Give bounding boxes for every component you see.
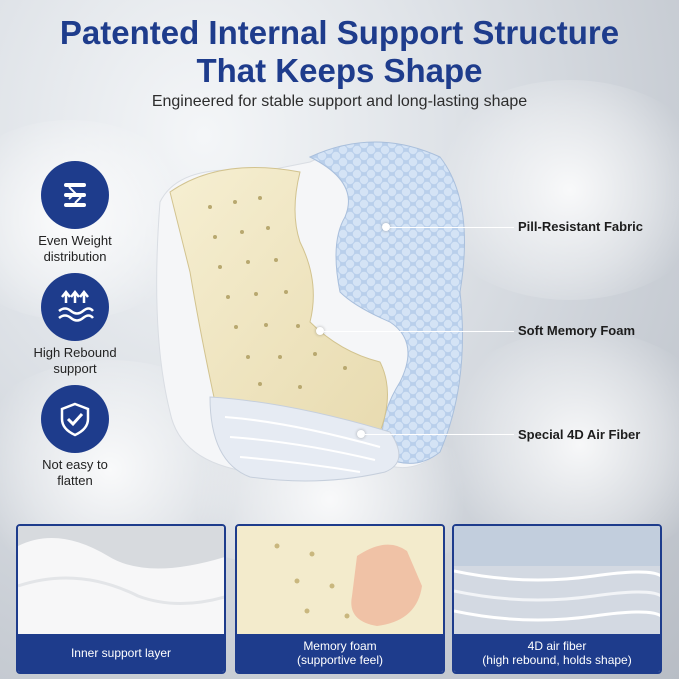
feature-label-line-2: support: [53, 361, 97, 376]
panel-caption: Inner support layer: [18, 634, 224, 672]
fiber-leader-line: [365, 434, 514, 435]
memory-foam-photo: [237, 526, 443, 636]
pillow-cross-section-illustration: [156, 141, 465, 482]
air-fiber-photo: [454, 526, 660, 636]
fabric-marker: [382, 223, 390, 231]
feature-label: High Rebound support: [16, 345, 134, 377]
high-rebound-icon: [41, 273, 109, 341]
feature-label-line-1: Not easy to: [42, 457, 108, 472]
inner-layer-photo: [18, 526, 224, 636]
panel-caption-line-2: (high rebound, holds shape): [482, 653, 632, 667]
foam-leader-line: [324, 331, 514, 332]
even-weight-icon: [41, 161, 109, 229]
panel-memory-foam: Memory foam (supportive feel): [235, 524, 445, 674]
hand-shape: [351, 544, 422, 626]
feature-even-weight: Even Weight distribution: [16, 161, 134, 265]
shield-check-icon: [41, 385, 109, 453]
page-subtitle: Engineered for stable support and long-l…: [151, 93, 528, 110]
callout-4d-air-fiber: Special 4D Air Fiber: [518, 427, 641, 442]
feature-high-rebound: High Rebound support: [16, 273, 134, 377]
panel-caption-line-2: (supportive feel): [296, 653, 384, 667]
fiber-marker: [357, 430, 365, 438]
panel-caption: Memory foam (supportive feel): [237, 634, 443, 672]
feature-label: Even Weight distribution: [16, 233, 134, 265]
panel-caption-line-1: Inner support layer: [70, 646, 172, 660]
feature-label-line-2: flatten: [57, 473, 93, 488]
callout-pill-resistant-fabric: Pill-Resistant Fabric: [518, 219, 643, 234]
feature-label-line-1: High Rebound: [33, 345, 117, 360]
panel-caption-line-1: 4D air fiber: [527, 639, 587, 653]
title-line-1: Patented Internal Support Structure: [59, 14, 620, 51]
panel-caption: 4D air fiber (high rebound, holds shape): [454, 634, 660, 672]
feature-label-line-1: Even Weight: [38, 233, 112, 248]
panel-inner-support-layer: Inner support layer: [16, 524, 226, 674]
panel-caption-line-1: Memory foam: [303, 639, 377, 653]
callout-soft-memory-foam: Soft Memory Foam: [518, 323, 636, 338]
foam-marker: [316, 327, 324, 335]
feature-not-easy-to-flatten: Not easy to flatten: [16, 385, 134, 489]
fabric-leader-line: [390, 227, 514, 228]
panel-4d-air-fiber: 4D air fiber (high rebound, holds shape): [452, 524, 662, 674]
page-title: Patented Internal Support Structure That…: [0, 14, 679, 90]
feature-label-line-2: distribution: [43, 249, 107, 264]
title-line-2: That Keeps Shape: [196, 52, 483, 89]
feature-label: Not easy to flatten: [16, 457, 134, 489]
